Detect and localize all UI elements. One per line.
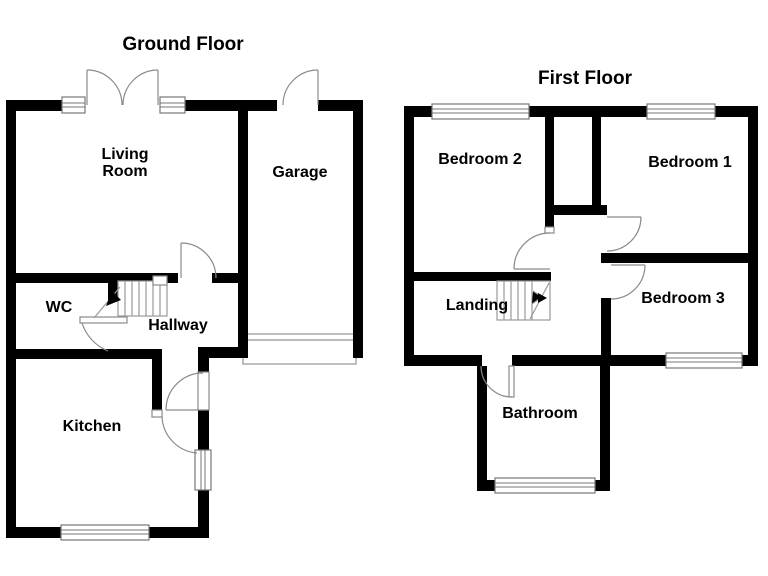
- door-arc: [165, 372, 204, 411]
- room-label-garage: Garage: [272, 164, 327, 181]
- wall-garage-right: [353, 111, 363, 358]
- door-arc: [81, 322, 109, 352]
- window: [494, 477, 596, 494]
- stair-direction-arrow-icon: [106, 291, 121, 306]
- wall-livingroom-bottom: [212, 273, 248, 283]
- first-floor-plan: First Floor Bedroom 2 Bedroom 1 Landing …: [404, 68, 758, 494]
- wall-kitchen-right: [198, 410, 209, 450]
- door-leaf: [79, 316, 128, 324]
- door-arc: [180, 242, 217, 279]
- wall-top-segment: [318, 100, 363, 111]
- room-label-living-room: Room: [102, 163, 147, 180]
- room-label-bedroom3: Bedroom 3: [641, 290, 725, 307]
- wall-outer-right: [748, 106, 758, 363]
- room-label-landing: Landing: [446, 297, 508, 314]
- first-floor-walls: [404, 106, 758, 491]
- window: [61, 96, 86, 114]
- room-label-hallway: Hallway: [148, 317, 208, 334]
- wall-bedroom1-left: [592, 117, 601, 205]
- wall-outer-left: [404, 106, 414, 366]
- ground-floor-title: Ground Floor: [122, 34, 244, 55]
- wall-kitchen-right: [198, 490, 209, 536]
- door-jamb: [544, 226, 555, 234]
- window: [60, 524, 150, 541]
- stair-landing: [152, 275, 168, 286]
- door-jamb: [151, 409, 163, 418]
- wall-bottom-segment: [742, 355, 758, 366]
- staircase-ground: [93, 275, 168, 319]
- wall-top-segment: [715, 106, 758, 117]
- wall-living-garage-divider: [238, 100, 248, 352]
- wall-livingroom-bottom: [6, 273, 178, 283]
- first-floor-title: First Floor: [538, 68, 633, 89]
- wall-bedroom1-bedroom3-divider: [601, 253, 758, 263]
- first-floor-windows: [431, 103, 743, 494]
- door-arc: [610, 264, 646, 300]
- door-arc: [513, 232, 551, 270]
- wall-bedroom2-right: [545, 117, 554, 227]
- ground-floor-windows: [60, 96, 212, 541]
- ground-floor-doors: [79, 69, 319, 454]
- door-arc: [606, 216, 642, 252]
- wall-bottom-segment: [512, 355, 666, 366]
- wall-bathroom-bottom: [595, 480, 610, 491]
- wall-wc-stub: [108, 273, 118, 301]
- window: [665, 352, 743, 369]
- ground-floor-walls: [6, 100, 363, 538]
- wall-stairwell: [545, 205, 607, 215]
- room-label-wc: WC: [46, 299, 73, 316]
- wall-landing-top: [404, 272, 551, 281]
- door-arc: [282, 69, 319, 106]
- door-arc: [122, 69, 159, 106]
- wall-kitchen-partial: [152, 359, 162, 411]
- wall-bathroom-left: [477, 366, 487, 491]
- wall-outer-left: [6, 100, 16, 538]
- window: [159, 96, 186, 114]
- first-floor-doors: [480, 216, 646, 398]
- wall-bottom-segment: [404, 355, 482, 366]
- window: [194, 449, 212, 491]
- door-arc: [480, 365, 513, 398]
- stair-direction-line: [93, 286, 121, 319]
- wall-top-segment: [6, 100, 62, 111]
- room-label-bedroom1: Bedroom 1: [648, 154, 732, 171]
- door-arc: [86, 69, 123, 106]
- wall-bathroom-bottom: [477, 480, 495, 491]
- staircase-first: [496, 280, 551, 321]
- room-label-kitchen: Kitchen: [63, 418, 122, 435]
- room-label-living-room: Living: [101, 146, 148, 163]
- door-leaf: [197, 371, 210, 411]
- wall-hallway-jog: [198, 347, 248, 358]
- garage-door: [242, 333, 357, 365]
- wall-bedroom3-left: [601, 298, 611, 355]
- wall-top-segment: [404, 106, 432, 117]
- wall-hallway-right: [198, 358, 209, 372]
- room-label-bathroom: Bathroom: [502, 405, 578, 422]
- door-arc: [161, 415, 198, 454]
- wall-kitchen-top: [6, 349, 162, 359]
- window: [431, 103, 530, 120]
- wall-kitchen-bottom: [149, 527, 209, 538]
- stair-direction-arrow-icon: [538, 293, 547, 303]
- wall-kitchen-bottom: [6, 527, 61, 538]
- stair-outline: [117, 280, 168, 317]
- room-label-bedroom2: Bedroom 2: [438, 151, 522, 168]
- window: [646, 103, 716, 120]
- wall-bathroom-right: [600, 366, 610, 491]
- wall-top-segment: [185, 100, 277, 111]
- wall-top-segment: [529, 106, 647, 117]
- door-leaf: [508, 365, 515, 398]
- ground-floor-plan: Ground Floor Living Room Garage WC Hallw…: [6, 34, 363, 541]
